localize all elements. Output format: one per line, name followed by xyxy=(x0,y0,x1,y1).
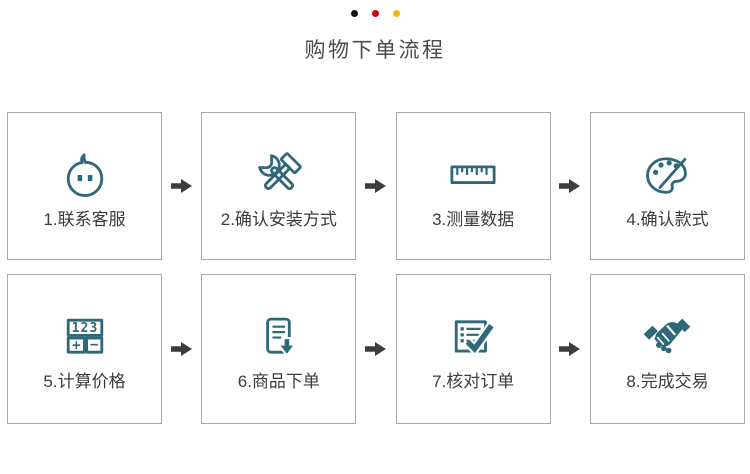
flow-row-2: 123 + − 5.计算价格 xyxy=(7,274,745,424)
calculator-icon: 123 + − xyxy=(59,311,111,363)
step-card-7: 7.核对订单 xyxy=(395,274,551,424)
calculator-minus-key: − xyxy=(89,337,98,353)
order-document-icon xyxy=(253,311,305,363)
step-card-3: 3.测量数据 xyxy=(395,112,551,260)
step-card-5: 123 + − 5.计算价格 xyxy=(7,274,162,424)
chat-bubble-icon xyxy=(59,149,111,201)
arrow-right-icon xyxy=(162,112,201,260)
checklist-icon xyxy=(447,311,499,363)
arrow-right-icon xyxy=(356,274,395,424)
handshake-icon xyxy=(641,311,693,363)
tools-icon xyxy=(253,149,305,201)
arrow-right-icon xyxy=(551,112,590,260)
header-dots xyxy=(0,0,750,17)
step-card-1: 1.联系客服 xyxy=(7,112,162,260)
arrow-right-icon xyxy=(356,112,395,260)
step-label: 1.联系客服 xyxy=(43,210,126,229)
step-card-4: 4.确认款式 xyxy=(589,112,745,260)
process-flow: 1.联系客服 xyxy=(7,112,745,424)
step-label: 7.核对订单 xyxy=(432,372,515,391)
dot-yellow xyxy=(392,10,400,17)
ruler-icon xyxy=(447,149,499,201)
step-label: 4.确认款式 xyxy=(626,210,709,229)
dot-black xyxy=(350,10,358,17)
step-label: 3.测量数据 xyxy=(432,210,515,229)
step-label: 8.完成交易 xyxy=(626,372,709,391)
step-label: 2.确认安装方式 xyxy=(220,210,337,229)
step-card-2: 2.确认安装方式 xyxy=(201,112,357,260)
arrow-right-icon xyxy=(162,274,201,424)
step-card-8: 8.完成交易 xyxy=(589,274,745,424)
page-title: 购物下单流程 xyxy=(304,39,446,62)
calculator-display: 123 xyxy=(71,321,98,336)
step-label: 5.计算价格 xyxy=(43,372,126,391)
step-label: 6.商品下单 xyxy=(237,372,320,391)
dot-red xyxy=(371,10,379,17)
calculator-plus-key: + xyxy=(72,338,81,354)
palette-icon xyxy=(641,149,693,201)
arrow-right-icon xyxy=(551,274,590,424)
flow-row-1: 1.联系客服 xyxy=(7,112,745,260)
step-card-6: 6.商品下单 xyxy=(201,274,357,424)
